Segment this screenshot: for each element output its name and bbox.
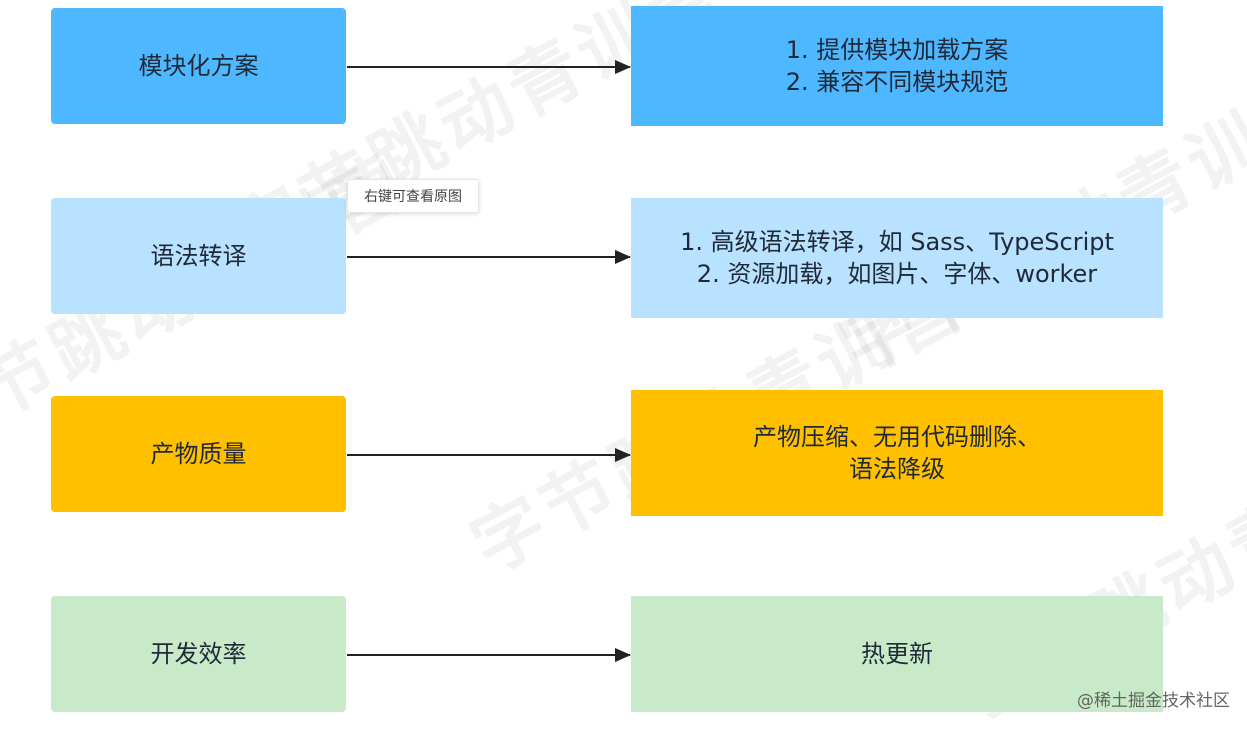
arrow-row-3 <box>347 448 631 462</box>
left-box-label: 语法转译 <box>150 241 247 270</box>
context-tooltip: 右键可查看原图 <box>347 179 479 213</box>
left-box-modularization: 模块化方案 <box>51 8 346 124</box>
right-box-line-2: 语法降级 <box>849 455 945 483</box>
left-box-transpile: 语法转译 <box>51 198 346 314</box>
left-box-label: 产物质量 <box>150 439 247 468</box>
right-box-dev-efficiency: 热更新 <box>631 596 1163 712</box>
left-box-label: 开发效率 <box>150 639 247 668</box>
right-box-output-quality: 产物压缩、无用代码删除、 语法降级 <box>631 390 1163 516</box>
right-box-modularization: 1. 提供模块加载方案 2. 兼容不同模块规范 <box>631 6 1163 126</box>
left-box-label: 模块化方案 <box>138 51 259 80</box>
arrow-row-2 <box>347 250 631 264</box>
left-box-dev-efficiency: 开发效率 <box>51 596 346 712</box>
arrow-row-1 <box>347 60 631 74</box>
right-box-line-1: 1. 高级语法转译，如 Sass、TypeScript <box>680 227 1114 256</box>
left-box-output-quality: 产物质量 <box>51 396 346 512</box>
right-box-line-2: 2. 兼容不同模块规范 <box>785 68 1009 96</box>
right-box-line-1: 热更新 <box>861 639 933 668</box>
right-box-line-1: 1. 提供模块加载方案 <box>785 35 1009 64</box>
site-credit: @稀土掘金技术社区 <box>1077 691 1230 711</box>
right-box-transpile: 1. 高级语法转译，如 Sass、TypeScript 2. 资源加载，如图片、… <box>631 198 1163 318</box>
right-box-line-1: 产物压缩、无用代码删除、 <box>753 422 1041 451</box>
tooltip-text: 右键可查看原图 <box>364 189 462 205</box>
arrow-row-4 <box>347 648 631 662</box>
right-box-line-2: 2. 资源加载，如图片、字体、worker <box>696 260 1098 288</box>
